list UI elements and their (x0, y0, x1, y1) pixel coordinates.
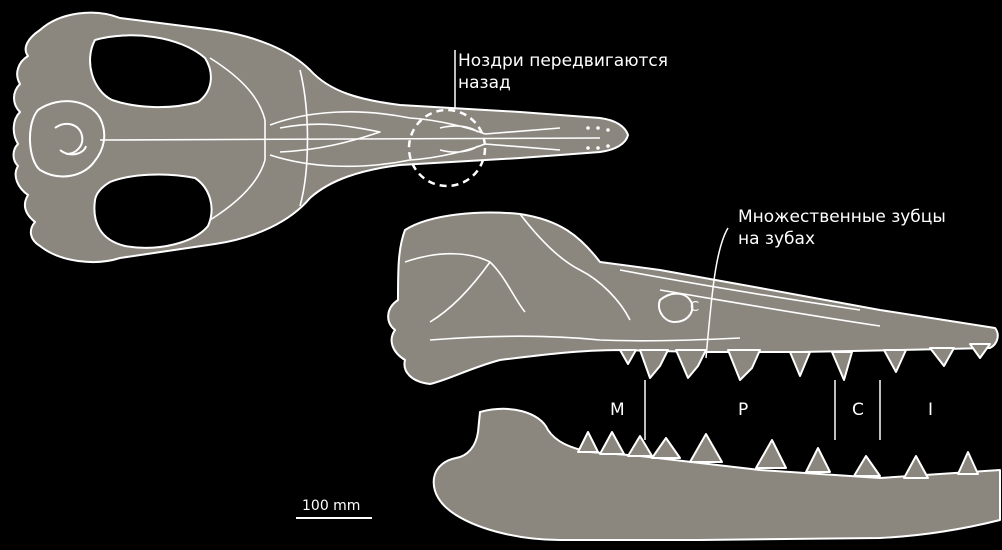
nostrils-annotation-line1: Ноздри передвигаются (458, 50, 668, 72)
tooth-group-dividers (645, 380, 880, 440)
scale-bar-label: 100 mm (302, 498, 360, 514)
premolars-label: P (738, 400, 748, 420)
canine-small-label: C (690, 300, 699, 315)
mandible (434, 409, 1000, 540)
canine-label: C (852, 400, 864, 420)
orbit-lateral (659, 294, 692, 322)
cusps-annotation: Множественные зубцы на зубах (738, 206, 946, 250)
incisors-label: I (928, 400, 933, 420)
nostrils-annotation-line2: назад (458, 72, 668, 94)
nostrils-annotation: Ноздри передвигаются назад (458, 50, 668, 94)
molars-label: M (610, 400, 625, 420)
cusps-annotation-line1: Множественные зубцы (738, 206, 946, 228)
cusps-annotation-line2: на зубах (738, 228, 946, 250)
dorsal-opening-lower (94, 175, 211, 248)
